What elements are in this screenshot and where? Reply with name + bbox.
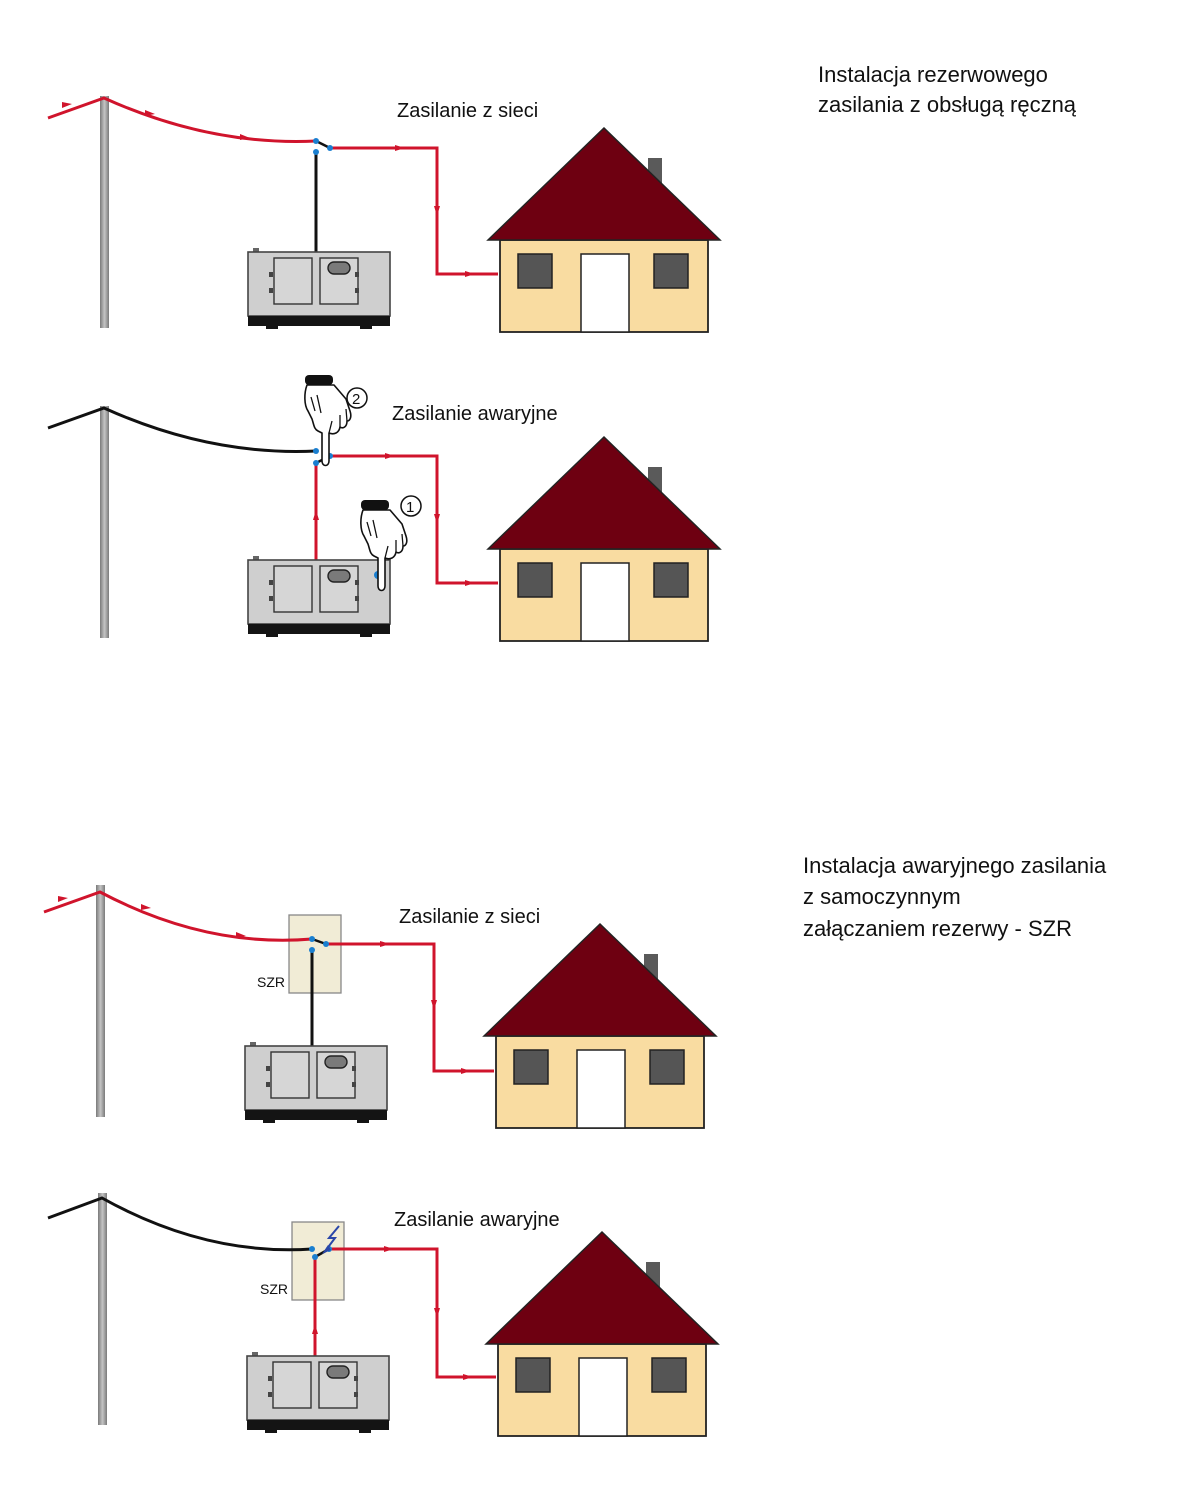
house-icon [483, 923, 717, 1129]
szr-box [288, 914, 342, 994]
generator-icon [246, 1351, 390, 1434]
house-icon [487, 127, 721, 333]
generator-icon [247, 247, 391, 330]
panel-manual-emergency: Zasilanie awaryjne 2 1 [47, 374, 721, 642]
status-label-emergency: Zasilanie awaryjne [394, 1209, 560, 1231]
section-title-szr-line1: Instalacja awaryjnego zasilania [803, 853, 1107, 878]
house-icon [487, 436, 721, 642]
status-label-mains: Zasilanie z sieci [397, 100, 538, 122]
szr-label: SZR [260, 1281, 288, 1297]
szr-box [291, 1221, 345, 1301]
utility-pole-icon [98, 1193, 107, 1425]
step-number-1: 1 [406, 499, 414, 516]
section-title-szr-line2: z samoczynnym [803, 884, 961, 909]
generator-icon [247, 555, 391, 638]
lightning-icon [325, 1225, 340, 1251]
section-title-manual-line2: zasilania z obsługą ręczną [818, 92, 1077, 117]
utility-pole-icon [100, 406, 109, 638]
house-icon [485, 1231, 719, 1437]
dead-wire-mains [47, 1196, 313, 1252]
dead-wire-mains [47, 406, 317, 453]
section-title-manual: Instalacja rezerwowego zasilania z obsłu… [818, 62, 1077, 117]
panel-manual-mains: Zasilanie z sieci [47, 96, 721, 333]
step-number-2: 2 [352, 391, 360, 408]
section-title-szr-line3: załączaniem rezerwy - SZR [803, 916, 1072, 941]
panel-szr-emergency: Zasilanie awaryjne SZR [47, 1193, 719, 1437]
live-wire-mains [47, 96, 317, 143]
status-label-emergency: Zasilanie awaryjne [392, 403, 558, 425]
utility-pole-icon [96, 885, 105, 1117]
szr-label: SZR [257, 974, 285, 990]
panel-szr-mains: Zasilanie z sieci SZR [43, 885, 717, 1129]
utility-pole-icon [100, 96, 109, 328]
section-title-szr: Instalacja awaryjnego zasilania z samocz… [803, 853, 1112, 941]
live-wire-mains [43, 890, 313, 942]
generator-icon [244, 1041, 388, 1124]
section-title-manual-line1: Instalacja rezerwowego [818, 62, 1048, 87]
status-label-mains: Zasilanie z sieci [399, 906, 540, 928]
